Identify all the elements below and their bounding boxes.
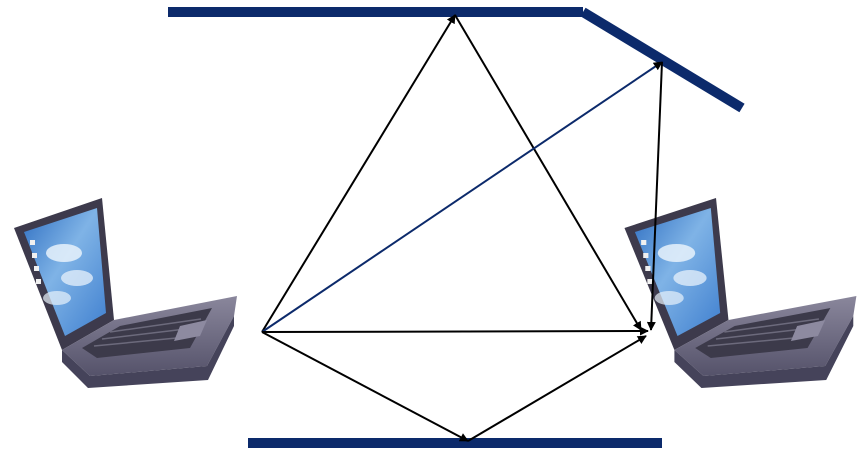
- signal-paths: [262, 15, 662, 441]
- ray-to-floor: [262, 332, 468, 441]
- ray-ceiling-to-receiver: [455, 15, 641, 330]
- ray-floor-to-receiver: [468, 336, 646, 441]
- angled-reflector: [583, 12, 742, 108]
- ray-line-of-sight: [262, 331, 648, 332]
- transmitter-laptop-icon: [14, 198, 237, 388]
- ray-to-angled-reflector: [262, 62, 662, 332]
- receiver-laptop-icon: [624, 198, 856, 388]
- ray-to-ceiling: [262, 15, 455, 332]
